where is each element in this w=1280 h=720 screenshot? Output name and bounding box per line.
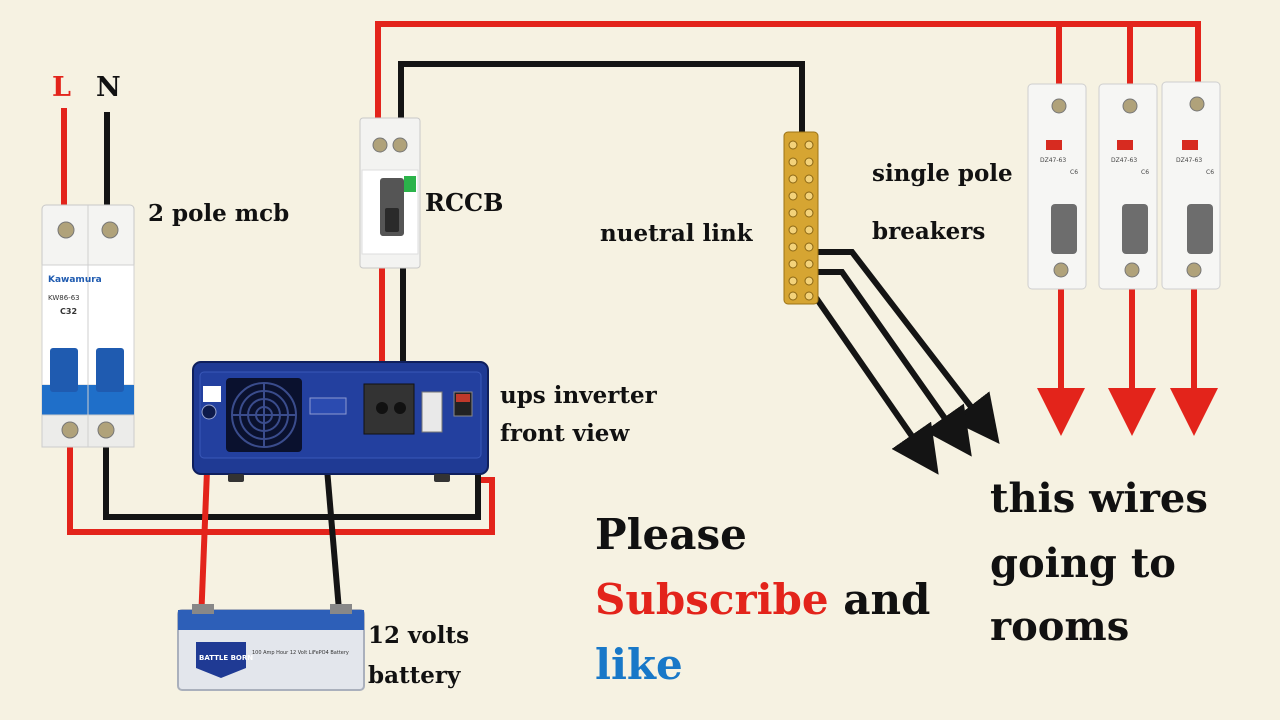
battery-12v: BATTLE BORN 100 Amp Hour 12 Volt LiFePO4…	[177, 604, 365, 691]
cta-and: and	[843, 575, 931, 624]
line-label: L	[52, 72, 71, 103]
neutral-output-wire-1	[810, 249, 1000, 445]
wires-label-line1: this wires	[990, 475, 1208, 522]
neutral-output-wire-2	[810, 269, 972, 457]
battery-label-line1: 12 volts	[368, 622, 470, 649]
mcb-neutral-out-wire	[103, 425, 481, 520]
rccb-live-to-breakers-wire	[375, 21, 1201, 120]
breaker-1-rating: C6	[1070, 169, 1078, 176]
wires-label-line3: rooms	[990, 603, 1130, 650]
breaker-3-rating: C6	[1206, 169, 1214, 176]
cta-subscribe-line: Subscribe and	[595, 575, 930, 624]
inverter-output-socket	[363, 383, 415, 435]
neutral-link-bar	[783, 131, 819, 305]
rccb-neutral-to-link-wire	[398, 61, 805, 140]
cta-like: like	[595, 640, 683, 689]
single-pole-breaker-3: DZ47-63 C6	[1161, 81, 1221, 290]
battery-brand: BATTLE BORN	[199, 654, 253, 662]
breaker-2-rating: C6	[1141, 169, 1149, 176]
rccb-device	[359, 117, 421, 269]
neutral-output-wire-3	[809, 290, 939, 475]
cta-subscribe: Subscribe	[595, 575, 829, 624]
ups-inverter	[192, 361, 489, 482]
single-pole-label-line1: single pole	[872, 160, 1013, 187]
breaker-3-model: DZ47-63	[1176, 157, 1202, 164]
battery-label-line2: battery	[368, 662, 461, 689]
neutral-link-label: nuetral link	[600, 220, 753, 247]
two-pole-mcb: Kawamura KW86-63 C32	[41, 204, 135, 448]
battery-desc: 100 Amp Hour 12 Volt LiFePO4 Battery	[252, 650, 349, 656]
single-pole-breaker-2: DZ47-63 C6	[1098, 83, 1158, 290]
breaker-1-model: DZ47-63	[1040, 157, 1066, 164]
inverter-label-line1: ups inverter	[500, 382, 657, 409]
inverter-label-line2: front view	[500, 420, 630, 447]
single-pole-label-line2: breakers	[872, 218, 986, 245]
mcb-live-out-wire	[67, 425, 495, 535]
neutral-label: N	[96, 72, 121, 103]
mcb-model: KW86-63	[48, 294, 80, 302]
wires-label-line2: going to	[990, 540, 1176, 587]
single-pole-breaker-1: DZ47-63 C6	[1027, 83, 1087, 290]
rccb-label: RCCB	[425, 188, 504, 217]
mcb-label: 2 pole mcb	[148, 200, 290, 227]
mcb-rating: C32	[60, 307, 77, 316]
breaker-2-model: DZ47-63	[1111, 157, 1137, 164]
cta-please: Please	[595, 510, 747, 559]
mcb-brand: Kawamura	[48, 275, 102, 285]
